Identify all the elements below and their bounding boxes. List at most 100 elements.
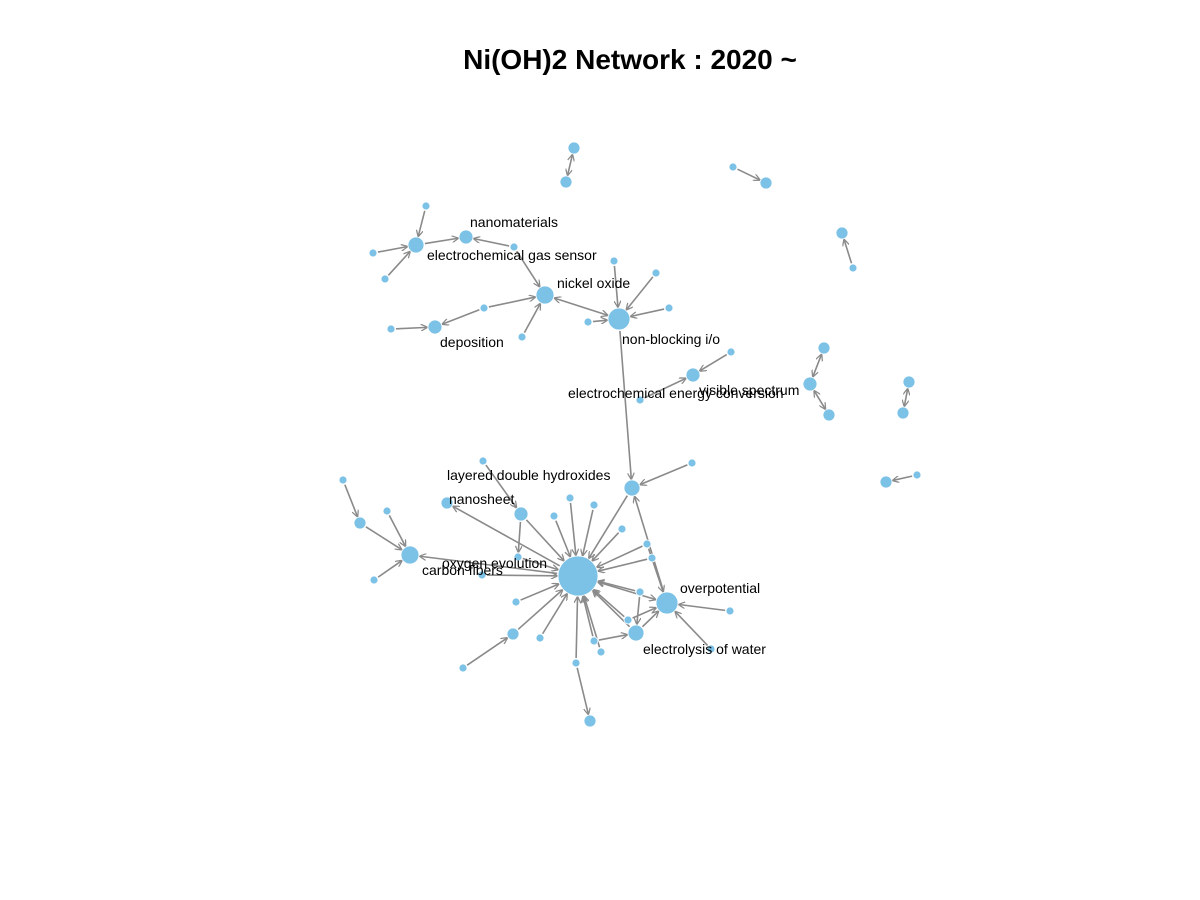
- node-a1: [421, 201, 431, 211]
- edge-a2-GS: [377, 247, 407, 253]
- node-OP: [655, 591, 679, 615]
- edge-b15-b16: [576, 667, 588, 714]
- edge-b21-OP: [679, 605, 726, 612]
- edge-b22-OP: [675, 612, 709, 646]
- edge-b24-CF: [365, 526, 402, 550]
- edge-i5a-i5b: [893, 475, 913, 480]
- node-b11: [511, 597, 521, 607]
- node-i3a: [835, 226, 849, 240]
- edge-i3b-i3a: [844, 240, 853, 264]
- edges-layer: [344, 155, 913, 714]
- node-GS: [407, 236, 425, 254]
- edge-b13-OER: [517, 590, 562, 630]
- edge-b20-OER: [598, 581, 636, 592]
- edge-a11-DEP: [395, 327, 427, 328]
- label-visible: visible spectrum: [699, 382, 799, 398]
- node-b21: [725, 606, 735, 616]
- node-CF: [400, 545, 420, 565]
- label-overpotential: overpotential: [680, 580, 760, 596]
- node-a4: [509, 242, 519, 252]
- node-a7: [664, 303, 674, 313]
- edge-a4-NM: [474, 239, 510, 247]
- node-b9: [513, 552, 523, 562]
- node-NSh: [440, 496, 454, 510]
- edge-b25-CF: [388, 515, 405, 546]
- edge-b14-b13: [466, 638, 507, 666]
- node-i4a: [902, 375, 916, 389]
- edge-b20-EW: [637, 596, 640, 624]
- node-b19: [623, 615, 633, 625]
- edge-a6-NB: [627, 276, 654, 310]
- label-ldh: layered double hydroxides: [447, 467, 610, 483]
- edge-b23-b24: [344, 484, 358, 517]
- node-i4b: [896, 406, 910, 420]
- edge-b15-OER: [576, 597, 577, 659]
- edge-OP-OER: [598, 582, 655, 599]
- node-a15: [822, 408, 836, 422]
- node-OER: [557, 555, 599, 597]
- label-deposition: deposition: [440, 334, 504, 350]
- label-nanosheet: nanosheet: [449, 491, 515, 507]
- edge-LDH-OER: [589, 495, 628, 558]
- label-electrolysis: electrolysis of water: [643, 641, 766, 657]
- node-b7: [642, 539, 652, 549]
- label-nanomaterials: nanomaterials: [470, 214, 558, 230]
- edge-b19-OP: [632, 608, 656, 619]
- node-b15: [571, 658, 581, 668]
- node-b22: [706, 644, 716, 654]
- node-b1: [687, 458, 697, 468]
- edge-b4-OER: [583, 509, 594, 556]
- edge-VS-a14: [813, 355, 822, 377]
- edge-b9-OER: [522, 557, 558, 570]
- label-oer: oxygen evolution: [442, 555, 547, 571]
- node-b5: [549, 511, 559, 521]
- edge-b1-LDH: [640, 464, 688, 485]
- label-gas-sensor: electrochemical gas sensor: [427, 247, 597, 263]
- node-b2: [478, 456, 488, 466]
- edge-b12-OER: [541, 594, 567, 635]
- edge-b5-OER: [555, 520, 570, 557]
- edge-a10-NO: [523, 304, 540, 333]
- node-a11: [386, 324, 396, 334]
- node-i1b: [559, 175, 573, 189]
- node-a6: [651, 268, 661, 278]
- node-b25: [382, 506, 392, 516]
- node-a13: [635, 395, 645, 405]
- node-a8: [583, 317, 593, 327]
- label-nonblocking: non-blocking i/o: [622, 331, 720, 347]
- label-nickel-oxide: nickel oxide: [557, 275, 630, 291]
- node-EW: [627, 624, 645, 642]
- node-b26: [369, 575, 379, 585]
- edge-b26-CF: [377, 561, 402, 578]
- labels-layer: nanomaterials electrochemical gas sensor n…: [422, 214, 799, 657]
- node-b18: [596, 647, 606, 657]
- edge-OER-NSh: [453, 506, 561, 567]
- node-i2a: [728, 162, 738, 172]
- edge-b6-OER: [592, 532, 620, 561]
- node-b16: [583, 714, 597, 728]
- node-i1a: [567, 141, 581, 155]
- node-b14: [458, 663, 468, 673]
- edge-GS-NM: [424, 238, 458, 245]
- edge-OER-CF: [420, 556, 558, 575]
- edge-EW-OER: [593, 591, 631, 628]
- node-DEP: [427, 319, 443, 335]
- node-b6: [617, 524, 627, 534]
- node-VS: [802, 376, 818, 392]
- node-b10: [477, 570, 487, 580]
- edge-b8-OER: [598, 558, 648, 571]
- edge-a8-NB: [592, 320, 607, 321]
- node-a3: [380, 274, 390, 284]
- node-b13: [506, 627, 520, 641]
- node-i2b: [759, 176, 773, 190]
- edge-a12-EEC: [700, 353, 728, 371]
- node-b20: [635, 587, 645, 597]
- node-a5: [609, 256, 619, 266]
- node-a9: [479, 303, 489, 313]
- node-NB: [607, 307, 631, 331]
- node-i5a: [912, 470, 922, 480]
- node-NO: [535, 285, 555, 305]
- node-LDH: [623, 479, 641, 497]
- label-energy-conv: electrochemical energy conversion: [568, 385, 784, 401]
